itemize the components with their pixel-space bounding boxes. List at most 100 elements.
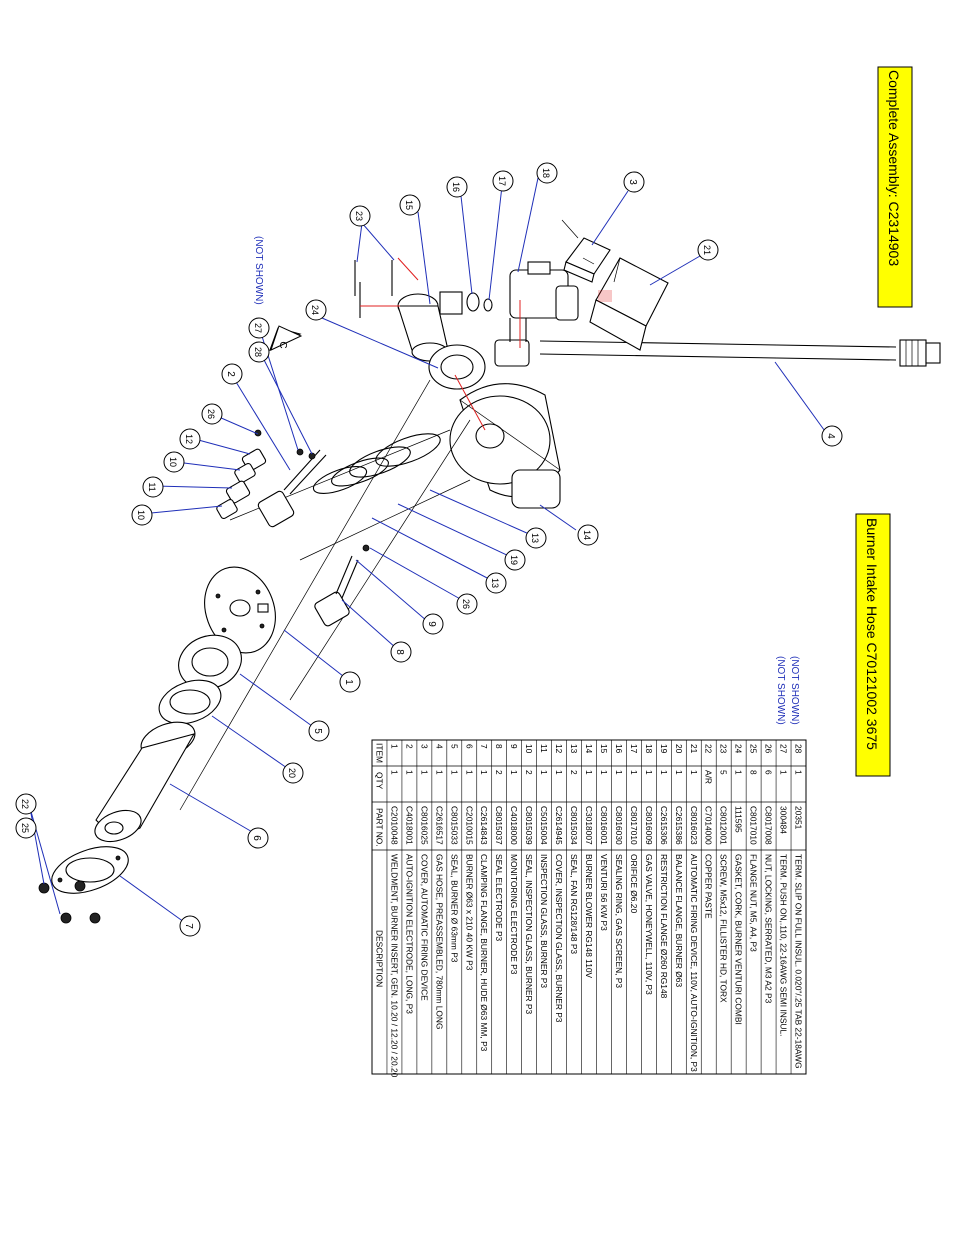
bom-qty: 1	[614, 770, 624, 775]
bom-description: COPPER PASTE	[704, 854, 714, 919]
bom-item: 17	[629, 744, 639, 754]
bom-item: 18	[644, 744, 654, 754]
burner-intake-hose-box: Burner Intake Hose C70121002 3675	[855, 513, 891, 777]
bom-description: SEAL, FAN RG128/148 P3	[569, 854, 579, 954]
bom-qty: 1	[794, 770, 804, 775]
bom-qty: 1	[434, 770, 444, 775]
svg-text:12: 12	[184, 434, 194, 444]
bom-description: COVER, INSPECTION GLASS, BURNER P3	[554, 854, 564, 1023]
bom-item: 1	[389, 744, 399, 749]
balloon-5: 5	[308, 720, 330, 742]
svg-text:4: 4	[825, 433, 836, 439]
balloon-19: 19	[504, 549, 526, 571]
svg-text:13: 13	[490, 578, 500, 588]
bom-description: COVER, AUTOMATIC FIRING DEVICE	[419, 854, 429, 1001]
bom-description: TERM. SLIP ON FULL INSUL. 0.020"/.25 TAB…	[794, 854, 804, 1069]
bom-item: 26	[764, 744, 774, 754]
bom-description: AUTOMATIC FIRING DEVICE, 110V, AUTO-IGNI…	[689, 854, 699, 1072]
bom-qty: 1	[584, 770, 594, 775]
bom-description: SEAL ELECTRODE P3	[494, 854, 504, 942]
bom-qty: 1	[689, 770, 699, 775]
bom-part-no: C2010048	[389, 806, 399, 845]
balloon-25: 25	[15, 817, 37, 839]
bom-description: AUTO-IGNITION ELECTRODE, LONG, P3	[404, 854, 414, 1014]
svg-text:11: 11	[147, 482, 157, 491]
bom-description: BURNER Ø63 x 210 40 KW P3	[464, 854, 474, 971]
svg-text:26: 26	[206, 409, 216, 419]
bom-item: 16	[614, 744, 624, 754]
svg-text:18: 18	[541, 168, 551, 178]
item-balloons: 1 2 3 4 5 6 7 8 9 10 10 11 12 13 13 14 1…	[15, 162, 843, 937]
bom-part-no: C2616517	[434, 806, 444, 845]
cover-automatic-firing-device	[561, 219, 611, 283]
bom-description: GASKET, CORK, BURNER VENTURI COMBI	[734, 854, 744, 1025]
bom-header-part-no: PART NO.	[374, 808, 384, 847]
bom-part-no: C8017010	[749, 806, 759, 845]
bom-description: SEAL, INSPECTION GLASS, BURNER P3	[524, 854, 534, 1014]
svg-text:15: 15	[404, 200, 414, 210]
bom-part-no: C8017010	[629, 806, 639, 845]
bom-item: 24	[734, 744, 744, 754]
bom-part-no: C5015004	[539, 806, 549, 845]
bom-description: WELDMENT, BURNER INSERT, GEN. 10.20 / 12…	[389, 854, 399, 1078]
bom-qty: 1	[464, 770, 474, 775]
bom-part-no: C8016025	[419, 806, 429, 845]
bom-description: NUT, LOCKING, SERRATED, M3 A2 P3	[764, 854, 774, 1004]
balloon-23: 23	[349, 205, 371, 227]
balance-flange	[158, 679, 222, 725]
bom-description: GAS HOSE, PREASSEMBLED, 780mm LONG	[434, 854, 444, 1029]
bom-description: BALANCE FLANGE, BURNER Ø63	[674, 854, 684, 987]
bom-qty: 1	[539, 770, 549, 775]
not-shown-note-28: (NOT SHOWN)	[789, 656, 800, 725]
bom-item: 21	[689, 744, 699, 754]
burner-intake-hose-label: Burner Intake Hose C70121002 3675	[864, 518, 880, 750]
not-shown-note-27: (NOT SHOWN)	[775, 656, 786, 725]
bom-part-no: C8015033	[449, 806, 459, 845]
bom-item: 15	[599, 744, 609, 754]
bom-qty: 1	[599, 770, 609, 775]
bom-item: 7	[479, 744, 489, 749]
bom-header-description: DESCRIPTION	[374, 930, 384, 987]
bom-part-no: C8015034	[569, 806, 579, 845]
svg-text:28: 28	[253, 347, 263, 357]
bom-description: MONITORING ELECTRODE P3	[509, 854, 519, 975]
bom-part-no: C8012001	[719, 806, 729, 845]
svg-text:10: 10	[136, 510, 146, 520]
balloon-26a: 26	[201, 403, 223, 425]
bom-part-no: C4018000	[509, 806, 519, 845]
burner-insert-flange	[204, 566, 276, 654]
bom-header-qty: QTY	[374, 772, 384, 790]
balloon-8: 8	[390, 641, 412, 663]
bom-qty: 2	[524, 770, 534, 775]
bom-qty: A/R	[704, 770, 714, 784]
balloon-14: 14	[577, 524, 599, 546]
balloon-20: 20	[282, 762, 304, 784]
gas-valve	[494, 261, 579, 367]
revision-mark: C	[277, 341, 288, 348]
svg-text:7: 7	[183, 923, 194, 929]
bom-item: 25	[749, 744, 759, 754]
bom-qty: 6	[764, 770, 774, 775]
parts-drawing	[38, 219, 941, 924]
bom-item: 14	[584, 744, 594, 754]
balloon-4: 4	[821, 425, 843, 447]
bom-part-no: 300484	[779, 806, 789, 834]
bom-description: SEALING RING, GAS SCREEN, P3	[614, 854, 624, 988]
complete-assembly-label: Complete Assembly: C2314903	[886, 70, 902, 266]
bom-item: 11	[539, 744, 549, 753]
svg-text:19: 19	[509, 555, 519, 565]
bom-qty: 2	[494, 770, 504, 775]
burner-blower	[449, 383, 561, 509]
bom-part-no: C2010015	[464, 806, 474, 845]
bom-part-no: C8016030	[614, 806, 624, 845]
svg-text:14: 14	[582, 530, 592, 540]
bom-item: 5	[449, 744, 459, 749]
balloon-26b: 26	[456, 593, 478, 615]
bom-part-no: C8015037	[494, 806, 504, 845]
balloon-13b: 13	[485, 572, 507, 594]
bom-part-no: C8017008	[764, 806, 774, 845]
svg-text:16: 16	[451, 182, 461, 192]
balloon-11: 11	[142, 476, 164, 498]
bom-description: SCREW, M5x12, FILLISTER HD, TORX	[719, 854, 729, 1003]
